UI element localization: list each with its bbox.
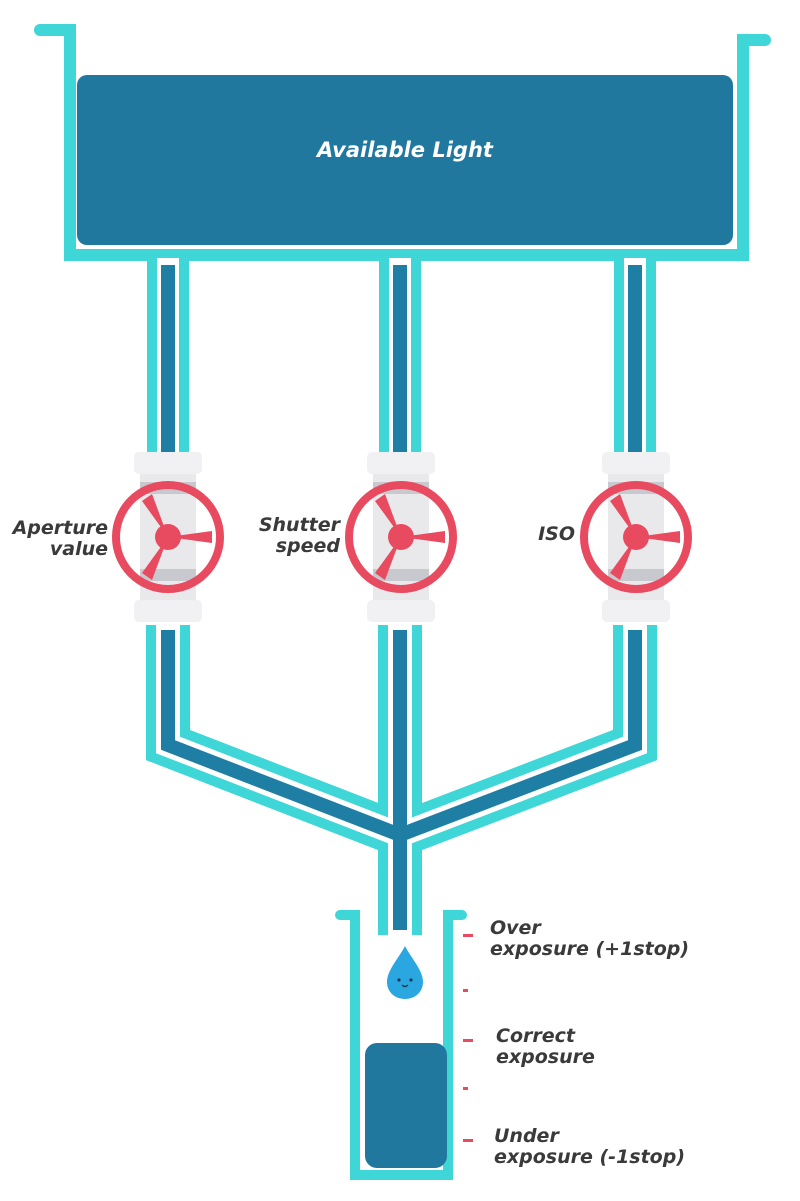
aperture-label-line1: Aperture	[12, 517, 108, 539]
valve-iso[interactable]	[580, 452, 692, 622]
scale-label-correct-line1: Correct	[496, 1025, 575, 1047]
valve-aperture[interactable]	[112, 452, 224, 622]
scale-label-under-line1: Under	[494, 1125, 559, 1147]
scale-label-correct: Correct exposure	[496, 1026, 786, 1068]
collected-light	[365, 1043, 447, 1168]
aperture-label: Aperture value	[0, 518, 108, 560]
scale-label-over-line1: Over	[490, 917, 541, 939]
available-light-label: Available Light	[317, 138, 493, 162]
lower-pipes	[146, 625, 657, 935]
valve-shutter[interactable]	[345, 452, 457, 622]
iso-label: ISO	[500, 524, 575, 545]
scale-label-under-line2: exposure (-1stop)	[494, 1146, 686, 1168]
tank-outline	[34, 24, 771, 261]
scale-ticks	[463, 934, 473, 1142]
upper-pipes	[147, 258, 656, 458]
shutter-label: Shutter speed	[230, 515, 340, 557]
scale-label-under: Under exposure (-1stop)	[494, 1126, 794, 1168]
scale-label-correct-line2: exposure	[496, 1046, 595, 1068]
shutter-label-line2: speed	[275, 535, 340, 557]
aperture-label-line2: value	[49, 538, 108, 560]
iso-label-line1: ISO	[538, 523, 575, 545]
shutter-label-line1: Shutter	[258, 514, 340, 536]
scale-label-over: Over exposure (+1stop)	[490, 918, 790, 960]
water-drop-icon	[387, 946, 423, 999]
measuring-cup	[335, 910, 467, 1180]
available-light-tank	[77, 75, 733, 245]
scale-label-over-line2: exposure (+1stop)	[490, 938, 690, 960]
